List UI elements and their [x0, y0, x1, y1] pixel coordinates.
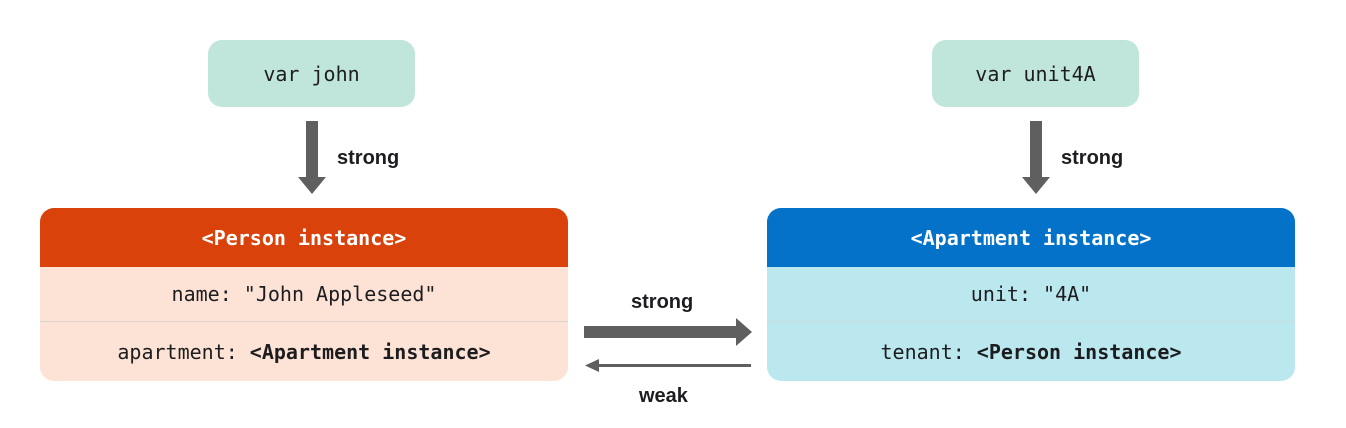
person-instance-box: <Person instance> name: "John Appleseed"…: [40, 208, 568, 381]
apartment-unit-property: unit: "4A": [767, 267, 1295, 321]
person-name-property: name: "John Appleseed": [40, 267, 568, 321]
variable-john: var john: [208, 40, 415, 107]
unit4a-strong-arrow: [1022, 121, 1050, 194]
unit4a-strong-label: strong: [1061, 147, 1124, 169]
person-apartment-property: apartment: <Apartment instance>: [40, 321, 568, 381]
john-strong-label: strong: [337, 147, 400, 169]
middle-strong-label: strong: [631, 291, 694, 313]
apartment-tenant-value: <Person instance>: [976, 340, 1182, 364]
person-name-text: name: "John Appleseed": [171, 282, 437, 306]
apartment-instance-box: <Apartment instance> unit: "4A" tenant: …: [767, 208, 1295, 381]
variable-john-label: var john: [263, 61, 360, 86]
apartment-to-person-weak-arrow: [585, 359, 751, 372]
person-apartment-key: apartment:: [117, 340, 238, 364]
variable-unit4a: var unit4A: [932, 40, 1139, 107]
apartment-unit-text: unit: "4A": [970, 282, 1092, 306]
person-to-apartment-strong-arrow: [584, 318, 752, 346]
apartment-tenant-key: tenant:: [880, 340, 965, 364]
apartment-instance-title: <Apartment instance>: [767, 208, 1295, 267]
variable-unit4a-label: var unit4A: [975, 61, 1096, 86]
person-apartment-value: <Apartment instance>: [249, 340, 491, 364]
person-instance-title: <Person instance>: [40, 208, 568, 267]
middle-weak-label: weak: [639, 385, 688, 407]
john-strong-arrow: [298, 121, 326, 194]
apartment-tenant-property: tenant: <Person instance>: [767, 321, 1295, 381]
